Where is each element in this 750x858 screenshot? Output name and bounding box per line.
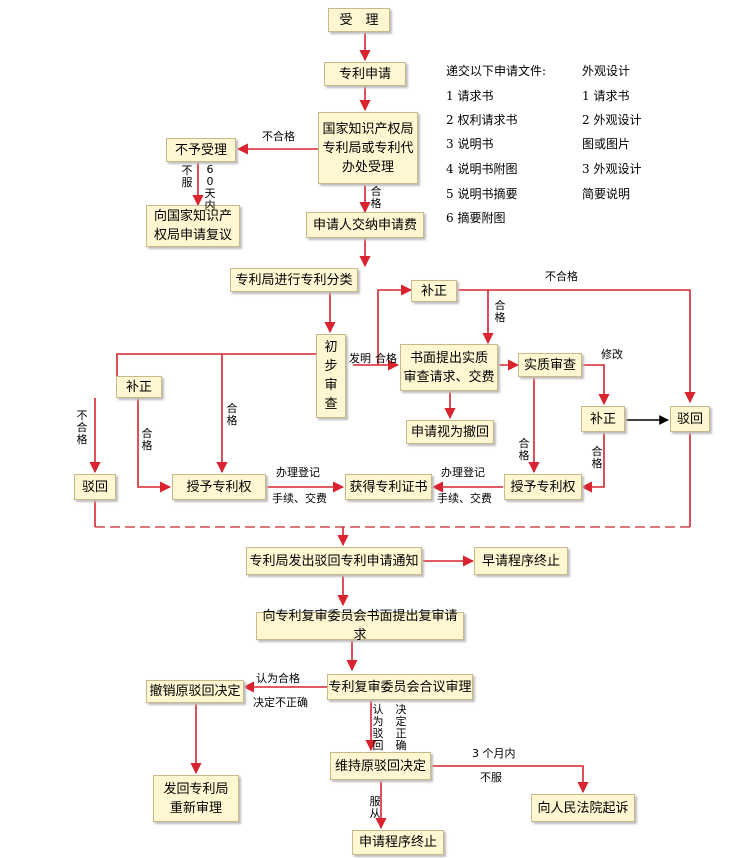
return-to-office-box: 发回专利局 重新审理 bbox=[153, 775, 239, 822]
substantive-exam-request-box: 书面提出实质 审查请求、交费 bbox=[400, 344, 498, 391]
label-unqualified: 不合格 bbox=[76, 409, 88, 446]
substantive-examination-box: 实质审查 bbox=[518, 353, 582, 377]
document-item: 2 权利请求书 bbox=[446, 113, 518, 127]
court-lawsuit-box: 向人民法院起诉 bbox=[531, 794, 635, 822]
label-three-months: 3 个月内 bbox=[472, 747, 516, 760]
label-fees: 手续、交费 bbox=[272, 492, 327, 505]
maintain-rejection-box: 维持原驳回决定 bbox=[330, 752, 431, 780]
documents-heading: 递交以下申请文件: bbox=[446, 64, 547, 78]
patent-classification-box: 专利局进行专利分类 bbox=[230, 268, 358, 292]
document-item: 5 说明书摘要 bbox=[446, 187, 518, 201]
patent-certificate-box: 获得专利证书 bbox=[345, 474, 432, 500]
grant-patent-right-box: 授予专利权 bbox=[504, 474, 582, 500]
document-item: 4 说明书附图 bbox=[446, 162, 518, 176]
design-document-item: 简要说明 bbox=[582, 187, 631, 201]
patent-application-box: 专利申请 bbox=[324, 62, 406, 86]
design-document-item: 3 外观设计 bbox=[582, 162, 642, 176]
label-decision-incorrect: 决定不正确 bbox=[253, 696, 308, 709]
label-invention: 发明 bbox=[349, 352, 371, 365]
label-deemed-qualified: 认为合格 bbox=[256, 672, 300, 685]
label-qualified: 合格 bbox=[375, 352, 397, 365]
label-qualified: 合格 bbox=[226, 402, 238, 427]
supplement-left-box: 补正 bbox=[116, 376, 162, 398]
label-decision-correct: 决定正确 bbox=[395, 703, 407, 752]
procedure-end-box: 申请程序终止 bbox=[352, 830, 444, 855]
design-document-item: 图或图片 bbox=[582, 137, 631, 151]
administrative-review-box: 向国家知识产 权局申请复议 bbox=[146, 205, 240, 247]
label-deemed-reject: 认为驳回 bbox=[372, 703, 384, 752]
revoke-rejection-box: 撤销原驳回决定 bbox=[146, 680, 244, 703]
design-document-item: 2 外观设计 bbox=[582, 113, 642, 127]
early-termination-box: 早请程序终止 bbox=[474, 547, 568, 575]
label-accept: 服从 bbox=[369, 795, 381, 820]
label-unqualified: 不合格 bbox=[262, 130, 295, 143]
label-not-accept: 不服 bbox=[181, 164, 193, 189]
label-qualified: 合格 bbox=[494, 299, 506, 324]
label-qualified: 合格 bbox=[141, 427, 153, 452]
supplement-top-box: 补正 bbox=[411, 280, 457, 302]
label-register: 办理登记 bbox=[441, 466, 485, 479]
rejection-notice-box: 专利局发出驳回专利申请通知 bbox=[246, 547, 422, 575]
reject-acceptance-box: 不予受理 bbox=[166, 138, 236, 162]
document-item: 3 说明书 bbox=[446, 137, 494, 151]
document-item: 1 请求书 bbox=[446, 89, 494, 103]
accept-box: 受 理 bbox=[328, 8, 390, 32]
label-register: 办理登记 bbox=[276, 466, 320, 479]
label-unqualified: 不合格 bbox=[545, 270, 578, 283]
label-fees: 手续、交费 bbox=[437, 492, 492, 505]
reject-left-box: 驳回 bbox=[74, 474, 116, 500]
label-qualified: 合格 bbox=[518, 437, 530, 462]
label-qualified: 合格 bbox=[591, 445, 603, 470]
design-heading: 外观设计 bbox=[582, 64, 631, 78]
document-item: 6 摘要附图 bbox=[446, 211, 506, 225]
label-qualified: 合格 bbox=[370, 185, 382, 210]
reexamination-request-box: 向专利复审委员会书面提出复审请求 bbox=[256, 609, 464, 643]
label-modify: 修改 bbox=[601, 348, 623, 361]
preliminary-examination-box: 初 步 审 查 bbox=[316, 334, 346, 418]
pay-application-fee-box: 申请人交纳申请费 bbox=[306, 212, 424, 238]
sipo-acceptance-box: 国家知识产权局 专利局或专利代 办处受理 bbox=[318, 112, 418, 184]
supplement-right-box: 补正 bbox=[581, 406, 625, 432]
grant-patent-left-box: 授予专利权 bbox=[172, 474, 266, 500]
board-review-box: 专利复审委员会合议审理 bbox=[327, 674, 473, 700]
label-not-accept: 不服 bbox=[480, 771, 502, 784]
label-within-60-days: 60天内 bbox=[204, 163, 216, 212]
design-document-item: 1 请求书 bbox=[582, 89, 630, 103]
deemed-withdrawn-box: 申请视为撤回 bbox=[406, 420, 494, 444]
reject-right-box: 驳回 bbox=[670, 406, 710, 432]
